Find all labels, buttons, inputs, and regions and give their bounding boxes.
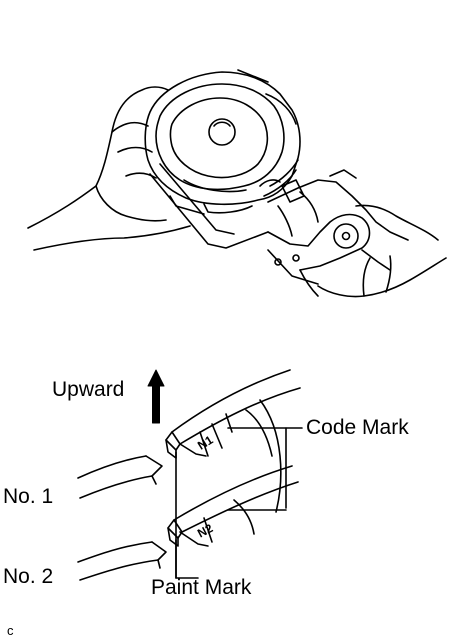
ring-no2: N2 [167, 465, 299, 547]
ring-piece-no1 [77, 455, 163, 499]
piston [144, 69, 301, 215]
left-hand [27, 86, 191, 251]
figure-code-label: c [7, 623, 14, 638]
code-mark-leader [227, 427, 303, 511]
no2-label: No. 2 [3, 565, 54, 588]
paint-mark-leader [175, 451, 199, 579]
code-mark-label: Code Mark [306, 416, 409, 439]
right-hand [299, 204, 447, 298]
ring-piece-no2 [77, 541, 167, 581]
ring-outer-arc [245, 409, 273, 457]
ring-expander-tool [149, 163, 409, 285]
ring-outer-arc-3 [233, 499, 255, 535]
arrow-up-icon [147, 369, 165, 424]
no1-label: No. 1 [3, 485, 54, 508]
ring-outer-arc-2 [259, 399, 282, 513]
ring2-code-text: N2 [195, 521, 215, 541]
ring1-code-text: N1 [195, 433, 216, 453]
paint-mark-label: Paint Mark [151, 576, 252, 599]
ring-no1: N1 [165, 369, 301, 459]
upward-label: Upward [52, 378, 125, 401]
